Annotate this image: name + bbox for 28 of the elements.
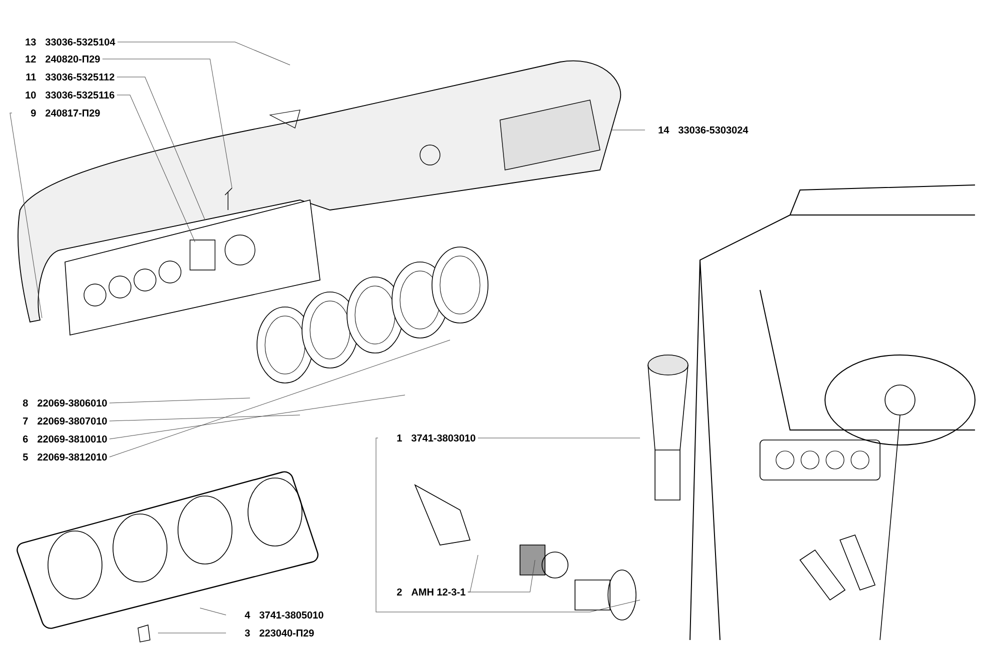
callout-label: 2 АМН 12-3-1 [397,588,466,596]
callout-label: 11 33036-5325112 [26,73,114,81]
callout-label: 5 22069-3812010 [22,453,107,461]
callout-label: 3 223040-П29 [244,629,314,637]
callout-label: 14 33036-5303024 [658,126,748,134]
leader-line [109,394,406,440]
leader-line [376,438,640,612]
callout-label: 13 33036-5325104 [26,38,116,46]
callout-label: 7 22069-3807010 [23,417,107,425]
leader-line [102,58,232,188]
callout-label: 6 22069-3810010 [23,435,107,443]
leader-line [116,94,196,242]
callout-label: 4 3741-3805010 [244,611,324,619]
leader-line [10,112,42,318]
leader-line [109,398,250,404]
callout-label: 9 240817-П29 [30,109,100,117]
leader-line [116,76,206,220]
callout-label: 10 33036-5325116 [26,91,114,99]
callout-label: 8 22069-3806010 [22,399,107,407]
leader-line [109,340,450,458]
leader-line [158,632,226,634]
leader-line [117,42,290,66]
leader-line [109,414,300,422]
callout-label: 1 3741-3803010 [397,434,476,442]
leader-line [200,608,226,616]
leader-line [468,560,536,592]
leader-line [468,554,478,592]
callout-label: 12 240820-П29 [26,55,100,63]
